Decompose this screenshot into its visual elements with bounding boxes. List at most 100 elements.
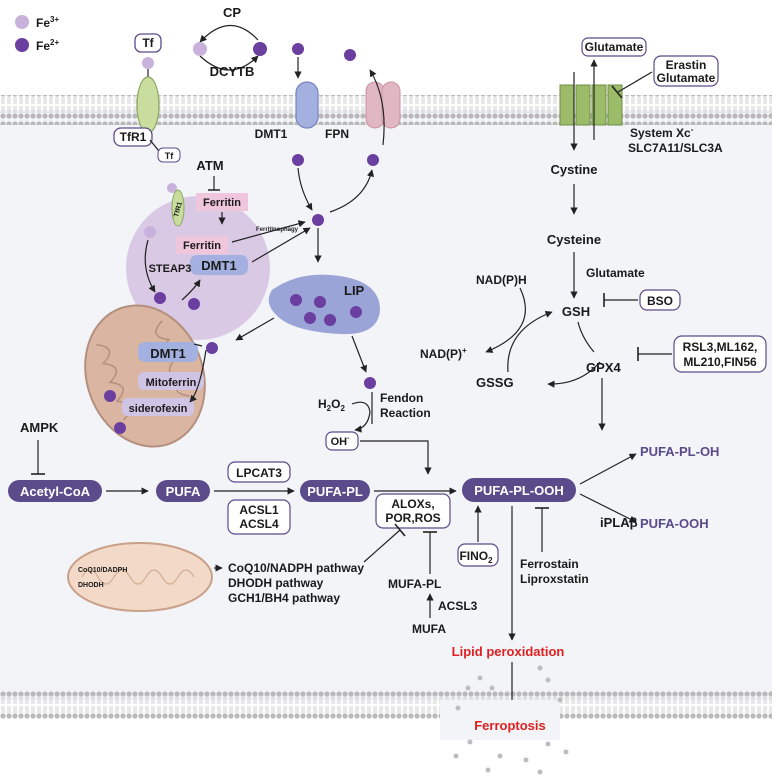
ferrostain-label: Ferrostain (520, 557, 579, 571)
fpn-channel-left (365, 81, 385, 129)
fenton-curve-arrow (351, 401, 371, 433)
acsl-box (227, 499, 291, 535)
endo-tf-box (157, 147, 181, 163)
ferritin-box-top (196, 193, 248, 211)
endo-tfr1 (171, 189, 185, 227)
cysteine-label: Cysteine (547, 232, 601, 247)
siderofexin-box (122, 398, 194, 416)
dmt1-label: DMT1 (255, 127, 288, 141)
tfr1-label: TfR1 (120, 130, 147, 144)
endo-tf-label: Tf (165, 151, 174, 161)
alox-box (375, 493, 451, 529)
mito-fe2-in (206, 342, 218, 354)
h2o2-label: H2O2 (318, 397, 345, 413)
tfr1-receptor (136, 76, 160, 134)
fpn-export-arrow (369, 69, 385, 146)
lpcat3-label: LPCAT3 (236, 466, 282, 480)
bso-label: BSO (647, 294, 673, 308)
lip-to-fenton-arrow (351, 335, 368, 373)
gpx4-inhibitors-box (673, 335, 767, 373)
endo-dmt1-export-arrow (251, 227, 311, 263)
fpn-out-fe2 (344, 49, 356, 61)
pufa-label: PUFA (166, 484, 201, 499)
atm-label: ATM (196, 158, 223, 173)
steap3-arrow (144, 239, 156, 293)
mito-dmt1-link (193, 343, 203, 347)
coq-inhibit-line (363, 529, 401, 563)
nadp-label: NAD(P)+ (420, 346, 467, 361)
dmt1-channel (295, 81, 319, 129)
pool-fe2 (312, 214, 324, 226)
acsl4-label: ACSL4 (239, 517, 279, 531)
xc-helix-1 (559, 84, 575, 126)
tf-label: Tf (142, 36, 154, 50)
liproxstatin-label: Liproxstatin (520, 572, 589, 586)
dmt1-in-fe2 (292, 43, 304, 55)
fe3-legend-label: Fe3+ (36, 15, 59, 30)
gpx4-label: GPX4 (586, 360, 621, 375)
erastin-inhibit-line (617, 71, 653, 93)
lipid-peroxidation-label: Lipid peroxidation (452, 644, 565, 659)
iplab-label: iPLAβ (600, 515, 638, 530)
endo-dmt1-label: DMT1 (201, 258, 236, 273)
membrane-fragments (453, 665, 569, 775)
gpx4-to-gssg-arrow (547, 361, 601, 388)
fenton-label-1: Fendon (380, 391, 423, 405)
mitoferrin-box (138, 372, 204, 390)
erastin-box (653, 55, 719, 87)
pufa-pill (156, 480, 210, 502)
tf-iron (142, 57, 154, 69)
nadph-to-nadp-arrow (485, 287, 526, 353)
mufa-pl-label: MUFA-PL (388, 577, 441, 591)
mito-fe2-arrow (189, 349, 207, 403)
cyto-fe2-a (292, 154, 304, 166)
fpn-channel-right (381, 81, 401, 129)
coq-mito-label-1: CoQ10/DADPH (78, 567, 127, 574)
coq-mito-label-2: DHODH (78, 582, 104, 589)
gsh-label: GSH (562, 304, 590, 319)
siderofexin-label: siderofexin (129, 403, 188, 415)
mitochondrion-coq (67, 542, 213, 612)
lip-to-mito-arrow (235, 317, 275, 341)
endo-fe2-a (154, 292, 166, 304)
mufa-label: MUFA (412, 622, 446, 636)
dcytb-label: DCYTB (210, 64, 255, 79)
ferritin-box-bottom (176, 236, 228, 254)
acsl3-label: ACSL3 (438, 599, 478, 613)
pufa-ooh-label: PUFA-OOH (640, 516, 709, 531)
alox-label-2: POR,ROS (385, 511, 440, 525)
gpx4-inhibitors-2: ML210,FIN56 (683, 355, 757, 369)
erastin-inhibit-bar (611, 85, 623, 99)
tfr1-box (113, 127, 153, 147)
mito-dmt1-box (138, 342, 198, 362)
tf-box (134, 33, 162, 53)
plasma-membrane-bottom (0, 690, 772, 720)
mito-fe2-b (114, 422, 126, 434)
lpcat3-box (227, 461, 291, 483)
steap3-label: STEAP3 (149, 263, 192, 275)
erastin-glutamate-label: Glutamate (657, 71, 716, 85)
gsh-to-gpx4-line (577, 321, 595, 353)
pufa-pl-ooh-label: PUFA-PL-OOH (474, 483, 564, 498)
pufa-pl-oh-label: PUFA-PL-OH (640, 444, 719, 459)
alox-label-1: ALOXs, (391, 497, 434, 511)
ferritinophagy-arrow (231, 220, 306, 243)
coq-path-label: CoQ10/NADPH pathway (228, 561, 364, 575)
cp-fe3 (193, 42, 207, 56)
mito-dmt1-label: DMT1 (150, 346, 185, 361)
ferritin-label-top: Ferritin (203, 197, 241, 209)
slc7a11-label: SLC7A11/SLC3A (628, 141, 723, 155)
lip-fe2-2 (314, 296, 326, 308)
mito-fe2-a (104, 390, 116, 402)
acetyl-coa-pill (8, 480, 102, 502)
ooh-to-pufa-ooh-arrow (579, 493, 637, 523)
endo-tfr1-label: TfR1 (173, 201, 184, 218)
fe2-legend-label: Fe2+ (36, 38, 59, 53)
pool-to-fpn-arrow (329, 169, 375, 213)
acetyl-coa-label: Acetyl-CoA (20, 484, 91, 499)
cp-arrow (199, 24, 259, 43)
nadph-label: NAD(P)H (476, 273, 527, 287)
glutamate-in-label: Glutamate (586, 266, 645, 280)
